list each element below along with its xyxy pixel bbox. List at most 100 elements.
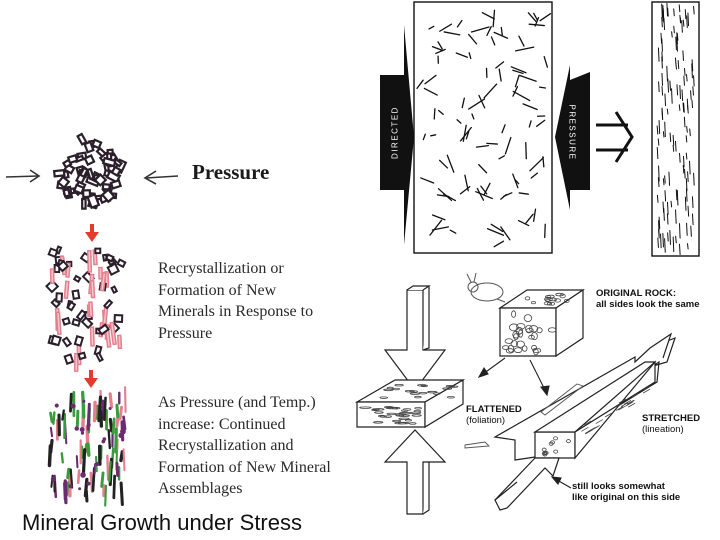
flattened-grain [409,390,418,393]
aligned-grain [669,80,672,91]
stretched-grain [631,392,639,398]
random-grain [475,144,490,148]
aligned-mineral [66,467,71,480]
random-grain [437,41,443,50]
aligned-grain [682,102,685,113]
random-grain [512,173,519,189]
directed-label: DIRECTED [390,106,400,159]
aligned-grain [662,178,665,186]
mineral-grain [86,167,95,181]
aligned-grain [689,128,691,137]
mineral-grain [62,187,72,198]
cube-grain [516,323,526,330]
aligned-grain [675,63,677,70]
aligned-grain [687,105,689,114]
cube-grain [511,310,517,318]
aligned-mineral [92,400,97,423]
stretched-label: STRETCHED (lineation) [642,413,720,435]
aligned-grain [687,205,690,217]
cube-grain [504,338,514,344]
aligned-mineral [107,429,112,450]
random-grain [486,25,492,37]
rabbit-original-icon [466,272,506,303]
aligned-grain [657,177,660,188]
aligned-grain [657,237,659,248]
random-grain [530,172,538,179]
stretched-grain [626,399,635,405]
random-grain [428,25,435,30]
flattened-grain [410,411,422,415]
aligned-grain [682,165,685,174]
aligned-grain [684,168,686,179]
aligned-grain [685,152,688,160]
aligned-mineral [81,390,86,419]
random-grain [429,219,443,236]
flattened-grain [383,415,392,418]
aligned-grain [693,172,695,186]
aligned-grain [671,88,673,104]
aligned-grain [674,140,677,152]
random-grain [512,85,519,97]
new-mineral-crystal [109,321,118,346]
flattened-grain [394,421,407,425]
aligned-grain [675,235,677,244]
mineral-grain [76,132,88,146]
flattened-grain [394,384,404,387]
random-grain [510,66,527,74]
aligned-grain [662,232,664,248]
aligned-grain [662,201,665,213]
aligned-mineral [118,405,124,421]
random-grain [431,45,444,52]
aligned-mineral [61,409,65,421]
aligned-grain [657,47,660,62]
random-grain [498,155,506,160]
rabbit-stretched-icon [540,383,584,416]
cube-grain [547,327,557,333]
random-grain [480,185,488,195]
aligned-grain [666,213,669,225]
flattened-grain [418,391,428,395]
aligned-grain [656,125,659,135]
aligned-grain [676,84,679,96]
random-grain [514,46,535,52]
flattened-subtitle: (foliation) [466,415,506,426]
cube-to-stretched-arrow [529,359,550,397]
random-grain [498,68,502,82]
random-grain [518,192,530,195]
aligned-grain [664,121,666,138]
flattened-grain [433,392,441,395]
mineral-grain [77,351,87,361]
cube-grain [530,301,537,305]
mineral-grain [56,259,70,273]
aligned-grain [660,32,663,44]
mineral-grain [80,316,94,330]
mineral-grain [83,154,96,167]
aligned-grain [675,189,678,201]
red-arrow-1 [85,224,99,242]
stretched-grain [625,401,633,407]
mineral-dot [78,487,82,491]
aligned-mineral [115,416,120,428]
mineral-grain [116,258,127,269]
cube-grain [507,344,514,353]
stretched-grain [623,400,632,405]
flattened-grain [442,387,453,390]
aligned-grain [690,225,692,237]
flattened-grain [417,384,427,387]
aligned-grain [658,229,660,239]
flattened-grain [379,415,387,418]
mineral-grain [90,138,103,150]
cube-to-flattened-arrow [477,357,506,378]
aligned-grain [673,25,675,34]
random-grain [435,48,446,55]
rabbit-flattened-icon [464,441,491,449]
aligned-grain [658,119,661,135]
cube-grain [544,298,550,302]
stretched-grain [643,385,651,391]
random-grain [476,187,485,201]
stretched-bar [493,332,676,511]
cube-grain [521,345,528,352]
aligned-grain [658,216,661,230]
original-rock-subtitle: all sides look the same [596,299,700,310]
mineral-grain [72,183,86,195]
